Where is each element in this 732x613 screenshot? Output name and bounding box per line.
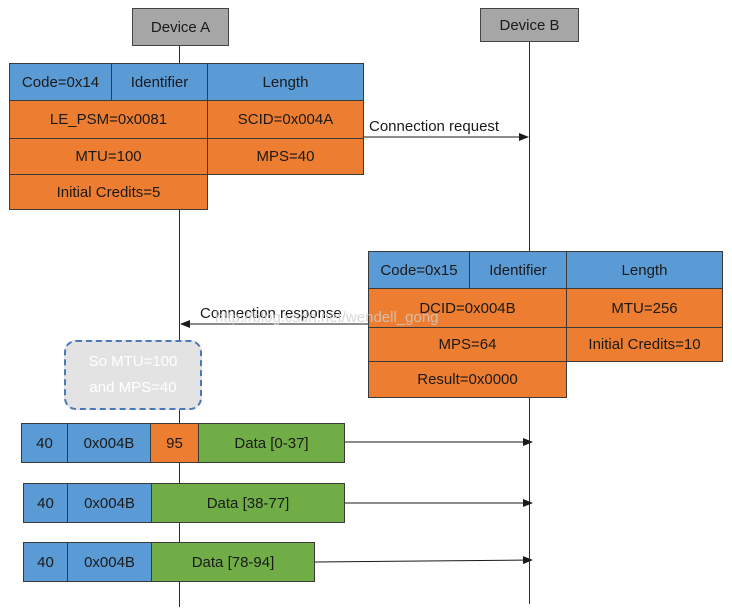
request-mps-cell: MPS=40 <box>207 138 364 175</box>
response-mps-cell: MPS=64 <box>368 327 567 362</box>
frame-3-arrow <box>314 556 533 565</box>
response-mtu-cell: MTU=256 <box>566 288 723 328</box>
request-mtu-cell: MTU=100 <box>9 138 208 175</box>
frame-1-cid-cell: 0x004B <box>67 423 151 463</box>
frame-2-data-cell: Data [38-77] <box>151 483 345 523</box>
note-line-1: So MTU=100 <box>88 353 178 370</box>
response-result-cell: Result=0x0000 <box>368 361 567 398</box>
note-line-2: and MPS=40 <box>89 379 177 396</box>
mtu-mps-note: So MTU=100 and MPS=40 <box>64 340 202 410</box>
request-identifier-cell: Identifier <box>111 63 208 101</box>
device-b-box: Device B <box>480 8 579 42</box>
response-credits-cell: Initial Credits=10 <box>566 327 723 362</box>
frame-3-data-cell: Data [78-94] <box>151 542 315 582</box>
device-a-box: Device A <box>132 8 229 46</box>
watermark: http://blog.csdn.net/wendell_gong <box>215 309 439 326</box>
response-identifier-cell: Identifier <box>469 251 567 289</box>
request-le-psm-cell: LE_PSM=0x0081 <box>9 100 208 139</box>
frame-3-length-cell: 40 <box>23 542 68 582</box>
frame-1-length-cell: 40 <box>21 423 68 463</box>
device-a-lifeline <box>179 45 180 607</box>
request-credits-cell: Initial Credits=5 <box>9 174 208 210</box>
response-length-cell: Length <box>566 251 723 289</box>
connection-request-label: Connection request <box>369 118 500 135</box>
response-dcid-cell: DCID=0x004B <box>368 288 567 328</box>
frame-3-cid-cell: 0x004B <box>67 542 152 582</box>
frame-2-cid-cell: 0x004B <box>67 483 152 523</box>
request-length-cell: Length <box>207 63 364 101</box>
request-scid-cell: SCID=0x004A <box>207 100 364 139</box>
request-code-cell: Code=0x14 <box>9 63 112 101</box>
response-code-cell: Code=0x15 <box>368 251 470 289</box>
frame-1-sdu-length-cell: 95 <box>150 423 199 463</box>
frame-2-length-cell: 40 <box>23 483 68 523</box>
frame-1-data-cell: Data [0-37] <box>198 423 345 463</box>
connection-response-label: Connection response <box>200 305 342 322</box>
